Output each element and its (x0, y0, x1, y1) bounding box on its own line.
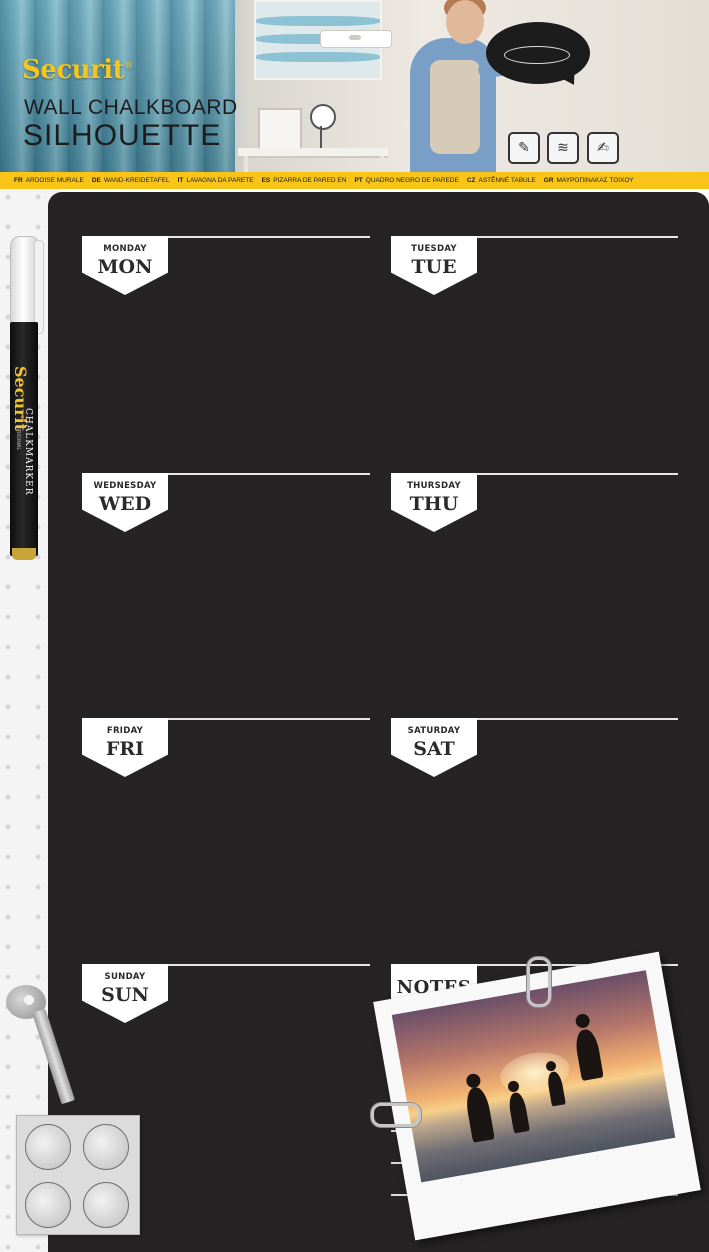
day-full-label: WEDNESDAY (93, 481, 157, 491)
woman-head (446, 0, 484, 44)
marker-body (10, 322, 38, 556)
product-title: WALL CHALKBOARD (24, 96, 238, 119)
write-chalk-icon: ✍ (587, 132, 619, 164)
product-header-banner: ✎ ≋ ✍ Securit® WALL CHALKBOARD SILHOUETT… (0, 0, 709, 172)
day-full-label: MONDAY (103, 244, 147, 254)
person-head (465, 1072, 482, 1089)
day-short-label: WED (98, 493, 152, 515)
wipe-clean-icon: ≋ (547, 132, 579, 164)
marker-product-name: CHALKMARKER (23, 408, 33, 496)
marker-end-cap (12, 548, 36, 560)
day-short-label: TUE (411, 256, 457, 278)
woman-apron (430, 60, 480, 154)
person-silhouette (507, 1091, 530, 1134)
day-full-label: SUNDAY (104, 972, 146, 982)
chalk-marker-pen: Securit CHALKMARKER ORIGINAL (4, 236, 44, 566)
key-blade (32, 1008, 75, 1105)
hanging-hole (349, 35, 361, 40)
day-rule-line (82, 964, 370, 966)
paper-clip-icon (527, 957, 551, 1007)
day-full-label: TUESDAY (411, 244, 457, 254)
magnet-dots-sheet (16, 1115, 140, 1235)
person-silhouette (573, 1027, 604, 1081)
key-icon (6, 985, 76, 1115)
day-rule-line (391, 473, 678, 475)
day-rule-line (82, 473, 370, 475)
day-rule-line (82, 718, 370, 720)
day-full-label: SATURDAY (407, 726, 461, 736)
day-rule-line (82, 236, 370, 238)
marker-label: Securit CHALKMARKER ORIGINAL (11, 366, 35, 556)
magnet-dot (83, 1124, 129, 1170)
day-short-label: FRI (105, 738, 145, 760)
window-shutter-image (0, 0, 235, 172)
magnet-dot (25, 1182, 71, 1228)
marker-brand: Securit (11, 366, 30, 432)
desk-lamp-stem (320, 126, 322, 148)
console-table (238, 148, 388, 158)
console-table-leg (380, 156, 384, 172)
picture-frame (258, 108, 302, 152)
person-silhouette (463, 1085, 495, 1143)
day-rule-line (391, 236, 678, 238)
wall-mount-icon: ✎ (508, 132, 540, 164)
magnet-dot (25, 1124, 71, 1170)
day-full-label: FRIDAY (106, 726, 144, 736)
day-short-label: MON (97, 256, 153, 278)
magnet-dot (83, 1182, 129, 1228)
paper-clip-icon (371, 1103, 421, 1127)
shutter-shade (0, 0, 235, 172)
day-short-label: THU (409, 493, 459, 515)
whale-drawing-icon (504, 46, 570, 64)
day-full-label: THURSDAY (407, 481, 461, 491)
key-hole (24, 995, 34, 1005)
console-table-leg (244, 156, 248, 172)
day-short-label: SAT (413, 738, 455, 760)
day-short-label: SUN (101, 984, 149, 1006)
marker-cap-clip (34, 240, 44, 334)
person-head (574, 1012, 591, 1030)
marker-variant: ORIGINAL (15, 426, 21, 451)
brand-logo: Securit® (22, 55, 133, 85)
desk-lamp (310, 104, 336, 130)
day-rule-line (391, 718, 678, 720)
product-subtitle: SILHOUETTE (23, 119, 222, 152)
